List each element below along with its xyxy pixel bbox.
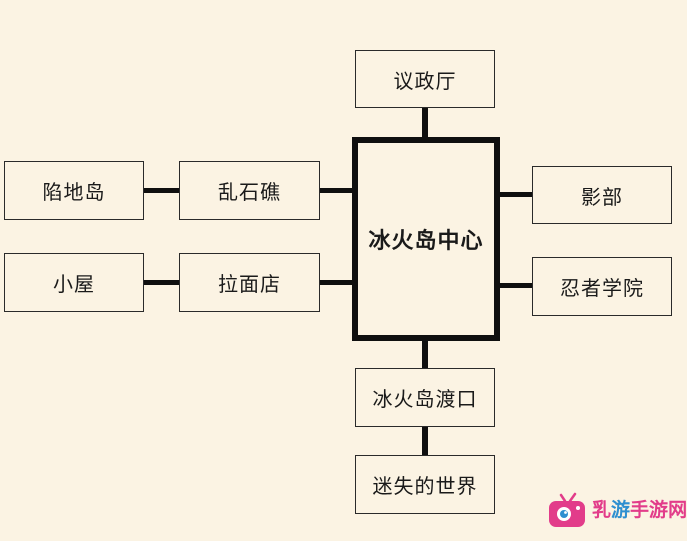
node-center: 冰火岛中心 bbox=[352, 137, 500, 341]
connector-left-1 bbox=[319, 188, 355, 193]
node-bottom-1: 冰火岛渡口 bbox=[355, 368, 495, 427]
connector-left-2 bbox=[319, 280, 355, 285]
node-left-outer-2: 小屋 bbox=[4, 253, 144, 312]
node-right-1: 影部 bbox=[532, 166, 672, 224]
watermark-char: 游 bbox=[649, 499, 669, 521]
watermark-char: 乳 bbox=[592, 499, 612, 521]
watermark-text: 乳游手游网 bbox=[592, 498, 687, 522]
connector-bottom-2 bbox=[422, 426, 428, 456]
connector-outer-2 bbox=[143, 280, 181, 285]
node-left-inner-1: 乱石礁 bbox=[179, 161, 320, 220]
connector-right-1 bbox=[497, 192, 534, 197]
connector-outer-1 bbox=[143, 188, 181, 193]
watermark-char: 游 bbox=[611, 499, 631, 521]
node-top: 议政厅 bbox=[355, 50, 495, 108]
node-bottom-2: 迷失的世界 bbox=[355, 455, 495, 514]
watermark-char: 手 bbox=[630, 499, 650, 521]
node-left-outer-1: 陷地岛 bbox=[4, 161, 144, 220]
node-left-inner-2: 拉面店 bbox=[179, 253, 320, 312]
connector-right-2 bbox=[497, 283, 534, 288]
watermark: 乳游手游网 bbox=[545, 490, 687, 534]
node-right-2: 忍者学院 bbox=[532, 257, 672, 316]
watermark-char: 网 bbox=[668, 499, 687, 521]
connector-bottom-1 bbox=[422, 338, 428, 370]
connector-top bbox=[422, 107, 428, 139]
tv-logo-icon bbox=[549, 492, 585, 527]
